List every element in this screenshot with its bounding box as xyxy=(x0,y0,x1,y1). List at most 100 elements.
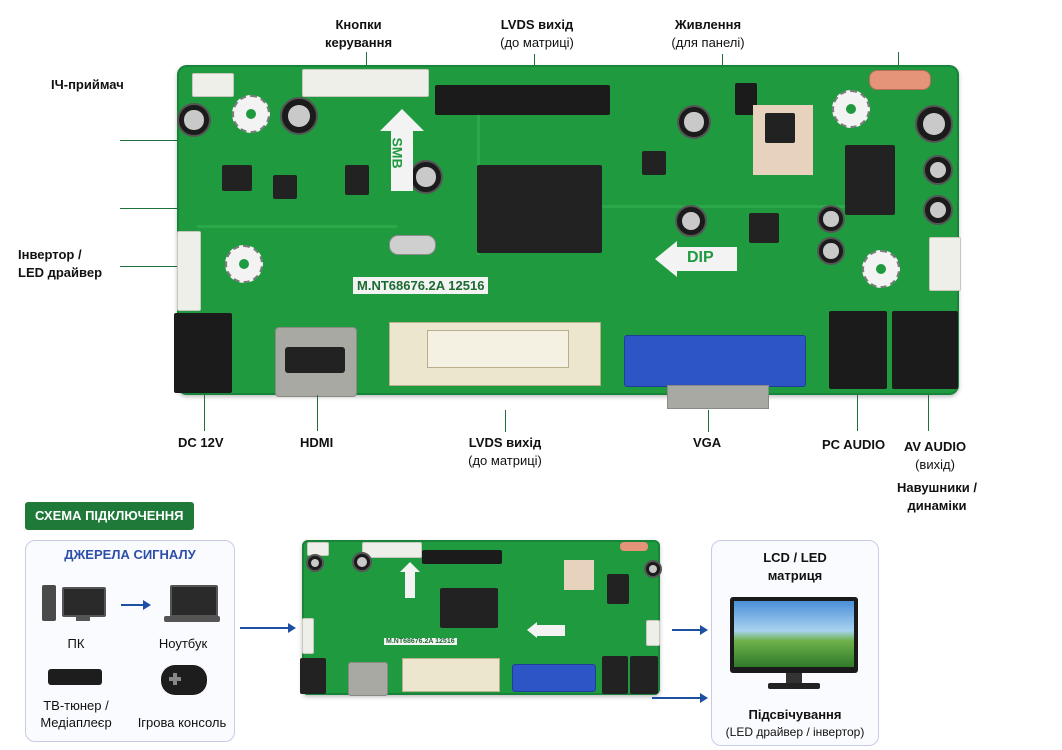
resistor xyxy=(869,70,931,90)
buttons-connector xyxy=(362,542,422,558)
capacitor xyxy=(280,97,318,135)
main-board: SMB DIP M.NT68676.2A 12516 xyxy=(174,65,961,409)
leader-line xyxy=(708,410,709,432)
vga-shell xyxy=(667,385,769,409)
buttons-connector xyxy=(302,69,429,97)
headphones-line1: Навушники / xyxy=(897,480,977,495)
capacitor xyxy=(409,160,443,194)
smb-arrow-icon xyxy=(400,562,420,572)
pc-audio-jack xyxy=(829,311,887,389)
audio-chip xyxy=(845,145,895,215)
dc-label: DC 12V xyxy=(178,435,224,450)
leader-line xyxy=(857,395,858,431)
lvds-top-sub: (до матриці) xyxy=(500,35,574,50)
av-audio-title: AV AUDIO xyxy=(903,439,967,454)
leader-line xyxy=(366,52,367,70)
speaker-connector xyxy=(929,237,961,291)
sources-title: ДЖЕРЕЛА СИГНАЛУ xyxy=(64,547,196,562)
resistor xyxy=(620,542,648,551)
capacitor xyxy=(306,554,324,572)
smb-text: SMB xyxy=(389,137,406,169)
capacitor xyxy=(352,552,372,572)
inverter-connector xyxy=(177,231,201,311)
vga-connector xyxy=(512,664,596,692)
leader-line xyxy=(120,140,205,141)
leader-line xyxy=(120,208,210,209)
av-audio-jack xyxy=(630,656,658,694)
console-label: Ігрова консоль xyxy=(137,715,227,730)
lvds-bottom-label: LVDS вихід (до матриці) xyxy=(455,434,555,470)
pc-audio-label: PC AUDIO xyxy=(822,437,886,452)
ic-chip xyxy=(345,165,369,195)
main-chip xyxy=(477,165,602,253)
headphones-line2: динаміки xyxy=(907,498,967,513)
buttons-label-line1: Кнопки xyxy=(335,17,382,32)
ir-label: ІЧ-приймач xyxy=(51,77,124,92)
pc-icon xyxy=(42,585,106,623)
mount-hole xyxy=(232,95,270,133)
gamepad-icon xyxy=(161,665,209,699)
backlight-sub: (LED драйвер / інвертор) xyxy=(725,725,865,739)
power-mosfet xyxy=(765,113,795,143)
board-model: M.NT68676.2A 12516 xyxy=(353,277,489,294)
headphones-label: Навушники / динаміки xyxy=(892,479,982,515)
display-line1: LCD / LED xyxy=(763,550,827,565)
dvi-connector xyxy=(402,658,500,692)
inverter-line2: LED драйвер xyxy=(18,265,103,280)
smb-arrow-shaft xyxy=(405,572,415,598)
lvds-top-label: LVDS вихід (до матриці) xyxy=(487,16,587,52)
buttons-label: Кнопки керування xyxy=(325,16,392,52)
lvds-header xyxy=(435,85,610,115)
capacitor xyxy=(677,105,711,139)
inverter-label: Інвертор / LED драйвер xyxy=(18,246,102,282)
arrow-icon xyxy=(240,623,296,633)
display-box: LCD / LED матриця Підсвічування (LED дра… xyxy=(711,540,879,746)
capacitor xyxy=(923,195,953,225)
av-audio-jack xyxy=(892,311,958,389)
power-label: Живлення (для панелі) xyxy=(653,16,763,52)
lvds-top-title: LVDS вихід xyxy=(500,17,574,32)
monitor-icon xyxy=(730,597,860,693)
ic-chip xyxy=(273,175,297,199)
pcb-trace xyxy=(597,205,857,208)
av-audio-label: AV AUDIO (вихід) xyxy=(900,438,970,474)
small-board: M.NT68676.2A 12516 xyxy=(300,540,662,696)
inductor xyxy=(222,165,252,191)
tuner-line2: Медіаплеєр xyxy=(40,715,112,730)
ic-chip xyxy=(642,151,666,175)
laptop-icon xyxy=(164,585,220,623)
power-jumper xyxy=(735,83,757,115)
capacitor xyxy=(675,205,707,237)
smb-arrow-icon xyxy=(380,109,424,131)
smb-arrow-shaft xyxy=(391,131,413,191)
arrow-icon xyxy=(121,600,151,610)
mount-hole xyxy=(832,90,870,128)
lvds-header xyxy=(422,550,502,564)
display-line2: матриця xyxy=(767,568,823,583)
hdmi-socket xyxy=(285,347,345,373)
hdmi-label: HDMI xyxy=(300,435,334,450)
regulator xyxy=(749,213,779,243)
vga-label: VGA xyxy=(693,435,722,450)
capacitor xyxy=(644,560,662,578)
leader-line xyxy=(317,395,318,431)
arrow-icon xyxy=(652,693,708,703)
display-label: LCD / LED матриця xyxy=(712,549,878,585)
mount-hole xyxy=(225,245,263,283)
dip-arrow-shaft xyxy=(537,625,565,636)
capacitor xyxy=(817,205,845,233)
power-title: Живлення xyxy=(674,17,742,32)
buttons-label-line2: керування xyxy=(325,35,393,50)
leader-line xyxy=(120,266,180,267)
capacitor xyxy=(923,155,953,185)
hdmi-port xyxy=(348,662,388,696)
dvi-socket xyxy=(427,330,569,368)
vga-connector xyxy=(624,335,806,387)
power-area xyxy=(564,560,594,590)
dc-jack xyxy=(174,313,232,393)
arrow-icon xyxy=(672,625,708,635)
main-chip xyxy=(440,588,498,628)
leader-line xyxy=(505,410,506,432)
dip-arrow-shaft xyxy=(677,247,737,271)
dip-text: DIP xyxy=(687,249,714,266)
